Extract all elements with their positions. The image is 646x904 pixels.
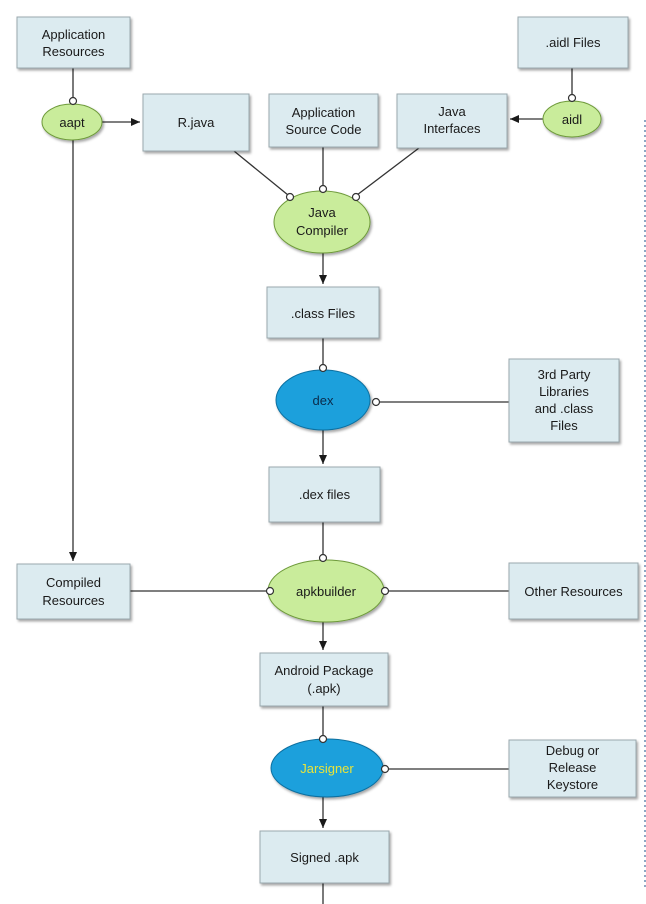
box-r-java: R.java — [142, 93, 250, 152]
svg-text:Source Code: Source Code — [286, 122, 362, 137]
box-class-files: .class Files — [266, 286, 380, 339]
box-app-source-code: Application Source Code — [268, 93, 379, 148]
svg-text:dex: dex — [313, 393, 334, 408]
tool-dex: dex — [275, 369, 371, 431]
svg-text:Java: Java — [308, 205, 336, 220]
svg-text:Android Package: Android Package — [274, 663, 373, 678]
tool-aapt: aapt — [41, 103, 103, 141]
svg-text:Resources: Resources — [42, 44, 105, 59]
connectors — [69, 68, 573, 904]
box-java-interfaces: Java Interfaces — [396, 93, 508, 149]
svg-text:Compiled: Compiled — [46, 575, 101, 590]
box-aidl-files: .aidl Files — [517, 16, 629, 69]
svg-text:Signed .apk: Signed .apk — [290, 850, 359, 865]
box-dex-files: .dex files — [268, 466, 381, 523]
svg-text:3rd Party: 3rd Party — [538, 367, 591, 382]
box-keystore: Debug or Release Keystore — [508, 739, 637, 798]
tool-jarsigner: Jarsigner — [270, 738, 384, 798]
svg-text:and .class: and .class — [535, 401, 594, 416]
svg-text:Keystore: Keystore — [547, 777, 598, 792]
svg-text:Application: Application — [42, 27, 106, 42]
box-signed-apk: Signed .apk — [259, 830, 390, 884]
box-android-package: Android Package (.apk) — [259, 652, 389, 707]
box-third-party-libraries: 3rd Party Libraries and .class Files — [508, 358, 620, 443]
svg-text:Java: Java — [438, 104, 466, 119]
svg-text:apkbuilder: apkbuilder — [296, 584, 357, 599]
svg-text:R.java: R.java — [178, 115, 216, 130]
svg-text:.aidl Files: .aidl Files — [546, 35, 601, 50]
svg-text:Application: Application — [292, 105, 356, 120]
box-app-resources: Application Resources — [16, 16, 131, 69]
svg-text:Interfaces: Interfaces — [423, 121, 481, 136]
svg-text:.class Files: .class Files — [291, 306, 356, 321]
svg-text:Release: Release — [549, 760, 597, 775]
svg-text:Debug or: Debug or — [546, 743, 600, 758]
svg-text:aidl: aidl — [562, 112, 582, 127]
svg-text:Resources: Resources — [42, 593, 105, 608]
svg-text:Compiler: Compiler — [296, 223, 349, 238]
box-other-resources: Other Resources — [508, 562, 639, 620]
svg-text:.dex files: .dex files — [299, 487, 351, 502]
tool-apkbuilder: apkbuilder — [267, 559, 385, 623]
tool-aidl: aidl — [542, 100, 602, 138]
svg-text:aapt: aapt — [59, 115, 85, 130]
svg-text:(.apk): (.apk) — [307, 681, 340, 696]
box-compiled-resources: Compiled Resources — [16, 563, 131, 620]
svg-text:Jarsigner: Jarsigner — [300, 761, 354, 776]
svg-text:Files: Files — [550, 418, 578, 433]
connector-dots — [68, 93, 577, 774]
svg-text:Other Resources: Other Resources — [524, 584, 623, 599]
svg-text:Libraries: Libraries — [539, 384, 589, 399]
